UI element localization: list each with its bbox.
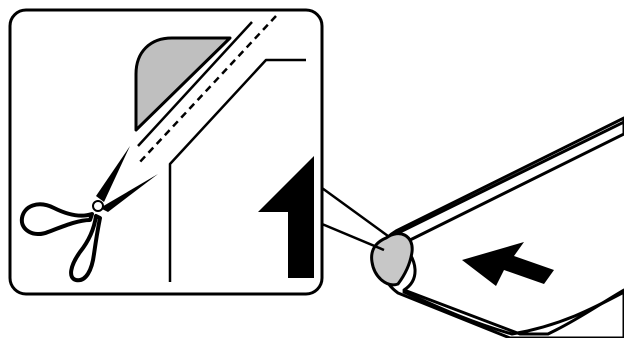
paper-sheet xyxy=(372,118,624,338)
insert-direction-arrow xyxy=(462,242,554,286)
paper-sheet-body xyxy=(380,118,624,338)
scissors-pivot xyxy=(93,201,103,211)
paper-sheet-top-edge xyxy=(398,122,624,233)
zoom-panel xyxy=(10,10,322,294)
